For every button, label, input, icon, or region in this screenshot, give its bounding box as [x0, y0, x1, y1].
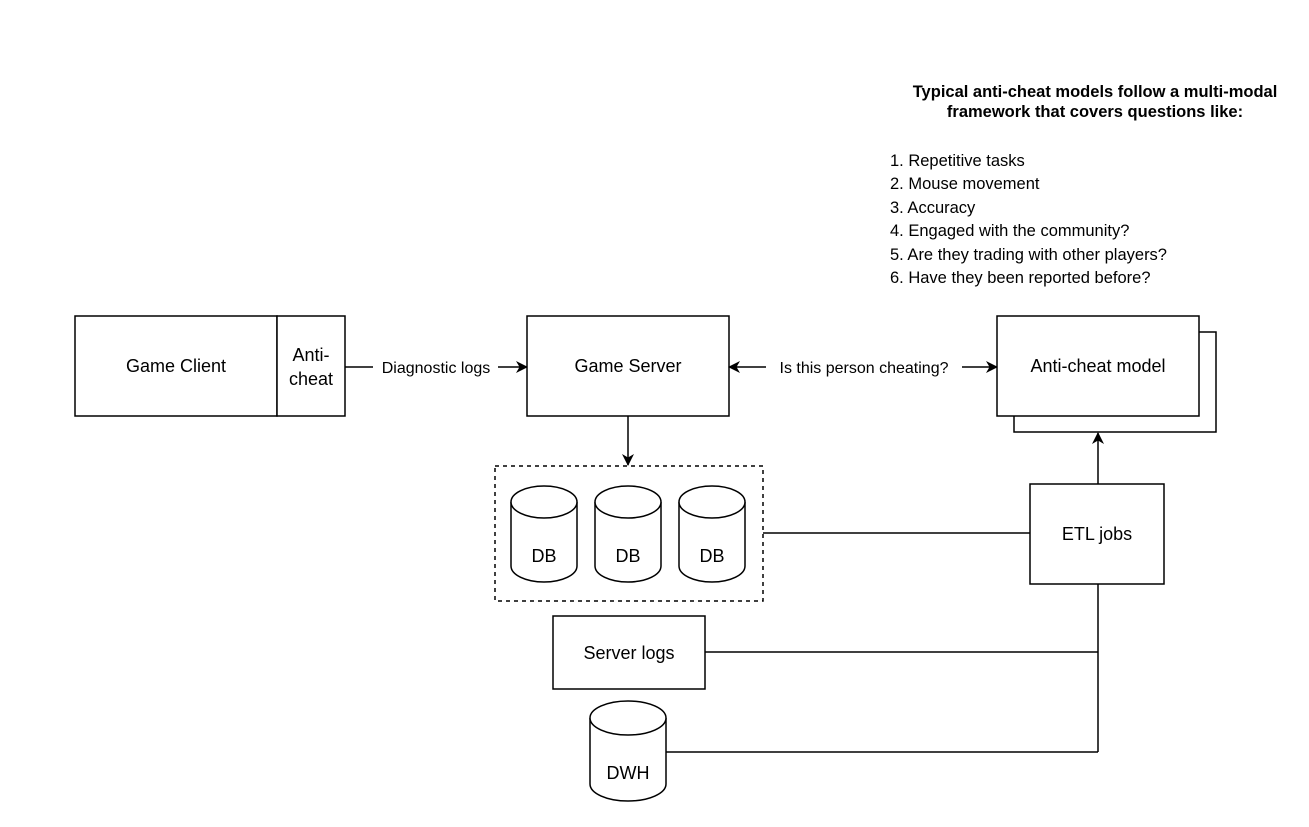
note-item: 4. Engaged with the community?	[890, 222, 1130, 241]
cheating-query-label: Is this person cheating?	[780, 360, 949, 377]
note-item: 3. Accuracy	[890, 198, 976, 217]
game-client-box	[74, 315, 278, 417]
db-label-3: DB	[699, 546, 724, 566]
etl-jobs-box	[1029, 483, 1165, 585]
note-list: 1. Repetitive tasks 2. Mouse movement 3.…	[890, 150, 1300, 290]
note-item: 5. Are they trading with other players?	[890, 245, 1167, 264]
etl-jobs-label: ETL jobs	[1062, 524, 1132, 544]
db-label-2: DB	[615, 546, 640, 566]
server-logs-box	[552, 615, 706, 690]
note-item: 1. Repetitive tasks	[890, 152, 1025, 170]
game-client-label: Game Client	[126, 356, 226, 376]
db-cylinder-2	[594, 485, 662, 583]
game-server-box	[526, 315, 730, 417]
anti-cheat-model-label: Anti-cheat model	[1030, 356, 1165, 376]
game-server-label: Game Server	[574, 356, 681, 376]
dwh-label: DWH	[607, 763, 650, 783]
anti-cheat-label-line1: Anti-	[292, 345, 329, 365]
db-label-1: DB	[531, 546, 556, 566]
anti-cheat-label-line2: cheat	[289, 369, 333, 389]
db-cylinder-1	[510, 485, 578, 583]
db-cylinder-3	[678, 485, 746, 583]
note-item: 2. Mouse movement	[890, 175, 1040, 194]
db-group	[494, 465, 764, 602]
anti-cheat-box	[276, 315, 346, 417]
note-item: 6. Have they been reported before?	[890, 269, 1151, 288]
anti-cheat-model-box	[996, 315, 1200, 417]
dwh-cylinder	[589, 700, 667, 802]
note-title: Typical anti-cheat models follow a multi…	[912, 83, 1278, 121]
diagnostic-logs-label: Diagnostic logs	[382, 360, 491, 377]
server-logs-label: Server logs	[583, 643, 674, 663]
